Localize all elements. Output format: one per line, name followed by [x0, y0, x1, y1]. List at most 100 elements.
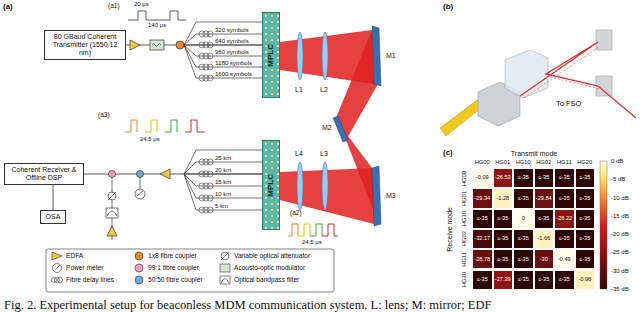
matrix-cell: ≤-35 — [554, 229, 575, 249]
transmit-chain — [207, 64, 213, 70]
mode-label: HG01 — [495, 160, 510, 166]
panel-label: (c) — [443, 149, 453, 157]
matrix-cell: -0.49 — [554, 249, 575, 269]
colorbar — [600, 161, 607, 289]
mode-label: HG00 — [475, 160, 490, 166]
node-text: MPLC — [267, 43, 275, 68]
pulse-trace — [128, 11, 186, 20]
mode-label: HG02 — [462, 231, 468, 246]
legend-box — [55, 265, 60, 270]
matrix-cell: ≤-35 — [554, 270, 575, 290]
legend-box — [220, 276, 230, 284]
transmit-chain — [176, 41, 184, 49]
lens — [297, 32, 303, 80]
node-text: OSA — [43, 213, 63, 221]
receive-chain — [137, 191, 143, 196]
transmit-chain — [207, 42, 213, 48]
optic-label: L3 — [320, 150, 328, 157]
colorbar-label: -20 dB — [611, 231, 629, 237]
transmit-chain — [130, 40, 140, 50]
receive-chain — [207, 207, 213, 213]
lens — [322, 32, 328, 80]
optic-label: L4 — [295, 150, 303, 157]
matrix-cell: ≤-35 — [472, 270, 493, 290]
fibre-connector — [53, 185, 54, 210]
matrix-cell: ≤-35 — [513, 188, 534, 208]
legend-text: Power meter — [66, 265, 103, 272]
colorbar — [600, 161, 607, 289]
panel-label: (a1) — [108, 3, 120, 10]
delay-label: 20 km — [215, 167, 231, 173]
legend-box — [221, 279, 229, 284]
matrix-cell: -26.22 — [554, 209, 575, 229]
optic-label: M1 — [386, 52, 396, 59]
axis-title: Receive mode — [446, 207, 453, 252]
colorbar-label: -5 dB — [611, 176, 625, 182]
receive-chain — [137, 171, 144, 178]
legend-box — [52, 252, 62, 260]
matrix-cell: -30 — [534, 249, 555, 269]
transmit-chain — [152, 44, 161, 47]
rendered-setup — [596, 30, 612, 50]
equipment-box: 80 GBaud Coherent Transmitter (1550.12 n… — [44, 30, 126, 60]
mirror — [372, 26, 381, 86]
matrix-cell: ≤-35 — [513, 168, 534, 188]
pulse-trace — [322, 224, 338, 236]
colorbar-label: -15 dB — [611, 213, 629, 219]
legend-text: Acousto-optic modulator — [234, 265, 305, 272]
receive-chain — [107, 211, 117, 216]
optic-label: M2 — [322, 124, 332, 131]
legend-text: 1x8 fibre coupler — [148, 253, 197, 260]
legend-box — [53, 264, 62, 273]
matrix-cell: -29.34 — [472, 188, 493, 208]
matrix-cell: -0.96 — [575, 270, 596, 290]
time-label: 24.5 μs — [140, 136, 160, 142]
legend-text: EDFA — [66, 253, 83, 260]
legend-box — [58, 278, 63, 283]
legend-box — [220, 264, 230, 272]
receive-chain — [109, 171, 116, 178]
legend-text: 50:50 fibre coupler — [148, 277, 203, 284]
lens — [297, 32, 328, 210]
receive-chain — [207, 183, 213, 189]
matrix-cell: ≤-35 — [534, 209, 555, 229]
delay-label: 1600 symbols — [215, 71, 252, 77]
matrix-cell: ≤-35 — [534, 270, 555, 290]
transmit-chain — [199, 31, 213, 81]
delay-label: 15 km — [215, 179, 231, 185]
equipment-box: OSA — [40, 210, 66, 224]
pulse-trace — [128, 11, 186, 20]
legend-text: 99:1 fibre coupler — [148, 265, 199, 272]
matrix-cell: ≤-35 — [513, 270, 534, 290]
transmit-chain — [207, 31, 213, 37]
legend-box — [221, 252, 229, 260]
mode-label: HG01 — [462, 191, 468, 206]
mirror — [333, 26, 381, 226]
time-label: 24.5 μs — [302, 239, 322, 245]
matrix-cell: ≤-35 — [513, 249, 534, 269]
optic-label: M3 — [386, 192, 396, 199]
matrix-cell: ≤-35 — [575, 168, 596, 188]
rendered-setup — [520, 42, 636, 118]
panel-label: (b) — [443, 3, 453, 11]
receive-chain — [160, 169, 170, 179]
delay-label: 960 symbols — [215, 49, 249, 55]
node-text: Coherent Receiver & Offline DSP — [7, 166, 81, 182]
receive-chain — [106, 150, 262, 240]
matrix-cell: ≤-35 — [575, 188, 596, 208]
legend-box — [52, 252, 231, 284]
matrix-cell: ≤-35 — [554, 188, 575, 208]
mode-label: HG11 — [557, 160, 572, 166]
matrix-cell: ≤-35 — [554, 168, 575, 188]
matrix-cell: -28.78 — [472, 249, 493, 269]
node-text: 80 GBaud Coherent Transmitter (1550.12 n… — [47, 33, 123, 57]
pulse-trace — [185, 120, 205, 132]
lens — [322, 162, 328, 210]
matrix-cell: -29.84 — [534, 188, 555, 208]
receive-chain — [199, 159, 213, 213]
legend-text: Fibre delay lines — [66, 277, 114, 284]
legend-box — [135, 264, 143, 272]
receive-chain — [112, 174, 140, 240]
lens — [297, 162, 303, 210]
transmit-chain — [184, 22, 262, 78]
